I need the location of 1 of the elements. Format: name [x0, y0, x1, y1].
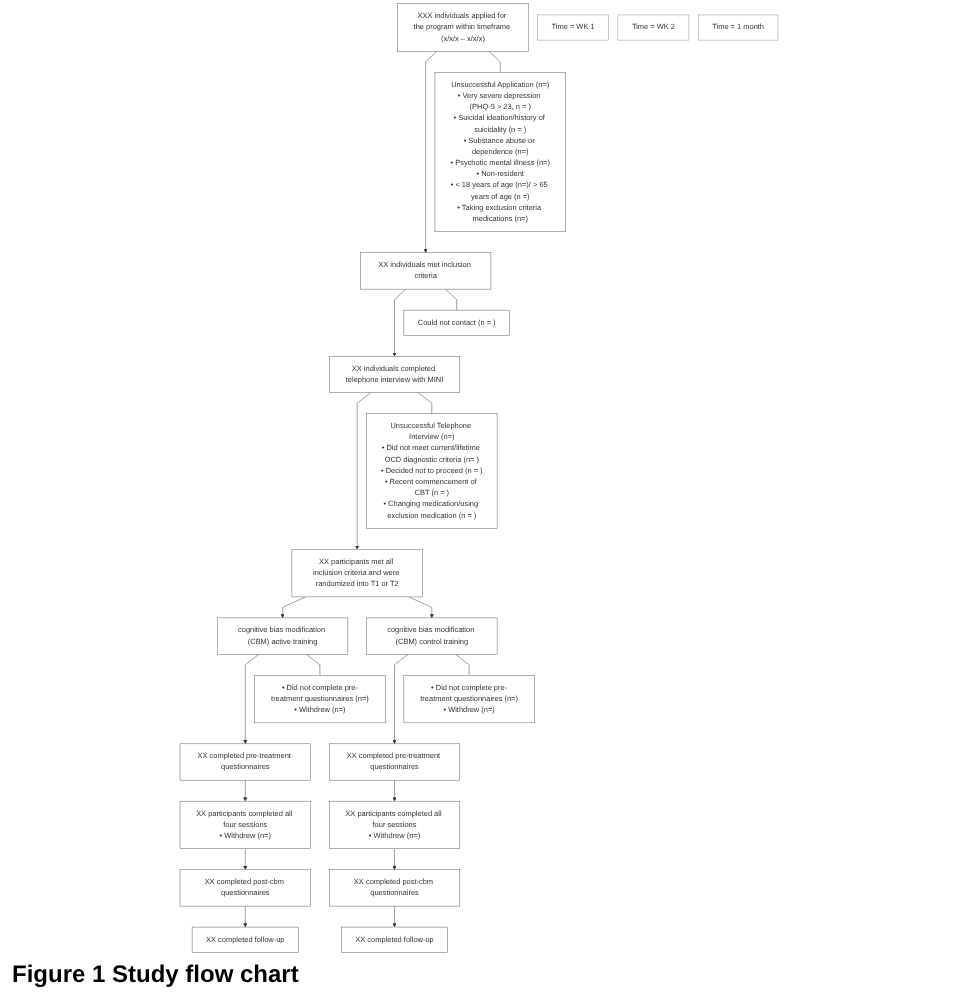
figure-caption: Figure 1 Study flow chart — [10, 958, 301, 992]
